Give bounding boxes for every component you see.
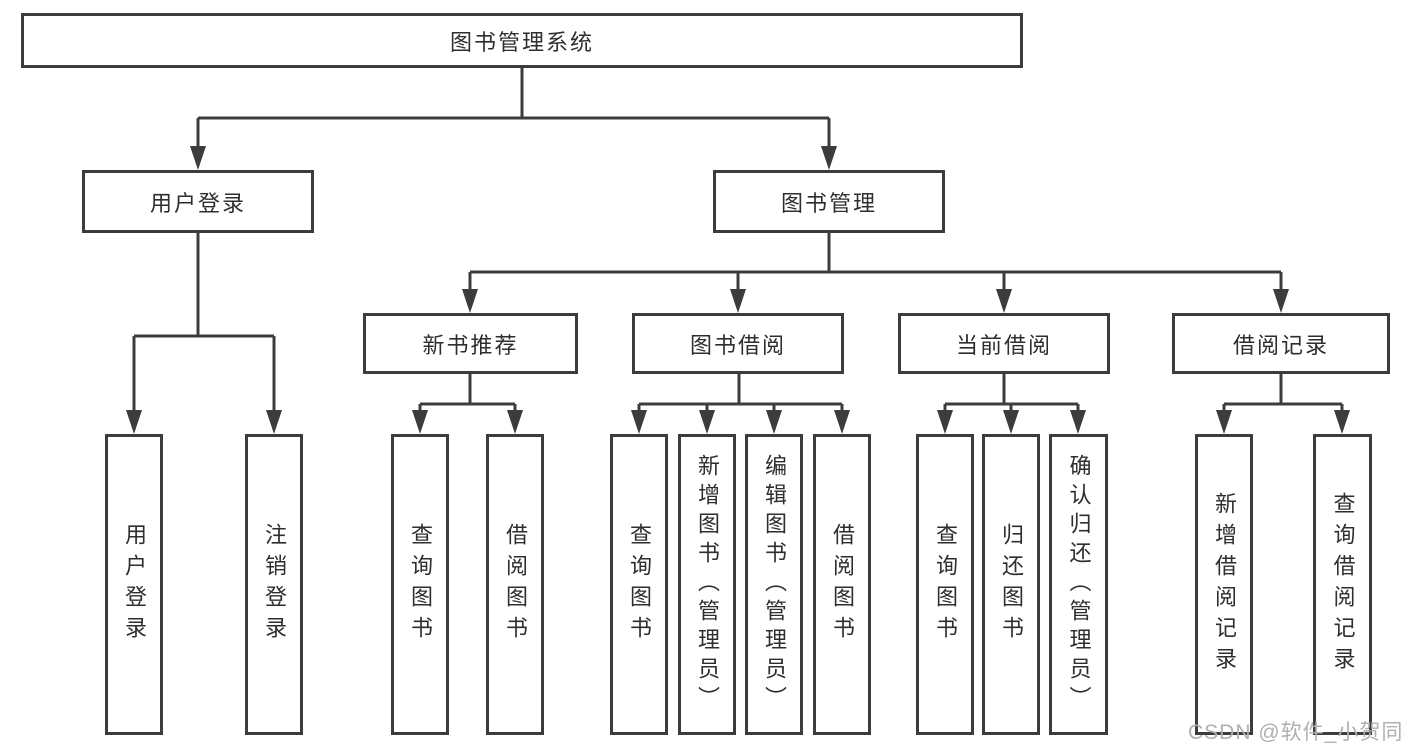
node-label: 新书推荐 xyxy=(422,332,519,358)
node-label: 用户登录 xyxy=(149,190,246,216)
node-book-management: 图书管理 xyxy=(713,170,945,233)
node-label: 查询图书 xyxy=(933,522,958,647)
node-label: 借阅图书 xyxy=(830,522,855,647)
node-label: 用户登录 xyxy=(122,522,147,647)
csdn-watermark: CSDN @软件_小贺同学 xyxy=(1188,721,1405,744)
node-label: 新增图书（管理员） xyxy=(695,454,720,715)
connector-borrow-records-children xyxy=(1216,374,1350,434)
node-label: 借阅记录 xyxy=(1232,332,1329,358)
connector-user-login-children xyxy=(126,233,282,434)
node-leaf-logout: 注销登录 xyxy=(245,434,303,735)
connector-book-mgmt-children xyxy=(462,233,1289,313)
node-leaf-borrow-books: 借阅图书 xyxy=(813,434,871,735)
node-user-login: 用户登录 xyxy=(82,170,314,233)
node-leaf-user-login: 用户登录 xyxy=(105,434,163,735)
node-leaf-query-borrow-record: 查询借阅记录 xyxy=(1313,434,1372,735)
connector-root-to-level2 xyxy=(190,68,837,170)
node-label: 图书管理系统 xyxy=(449,29,594,55)
connector-book-borrow-children xyxy=(631,374,850,434)
node-label: 图书管理 xyxy=(780,190,877,216)
node-leaf-query-books-borrowing: 查询图书 xyxy=(610,434,668,735)
node-current-borrowing: 当前借阅 xyxy=(898,313,1110,374)
connector-new-book-rec-children xyxy=(412,374,523,434)
node-leaf-edit-book-admin: 编辑图书（管理员） xyxy=(745,434,803,735)
node-label: 查询借阅记录 xyxy=(1330,491,1356,678)
node-label: 注销登录 xyxy=(262,522,287,647)
node-label: 借阅图书 xyxy=(503,522,528,647)
node-label: 归还图书 xyxy=(999,522,1024,647)
node-label: 图书借阅 xyxy=(689,332,786,358)
node-leaf-confirm-return-admin: 确认归还（管理员） xyxy=(1049,434,1108,735)
node-label: 当前借阅 xyxy=(955,332,1052,358)
node-label: 新增借阅记录 xyxy=(1212,491,1237,678)
node-label: 查询图书 xyxy=(627,522,652,647)
node-leaf-add-book-admin: 新增图书（管理员） xyxy=(678,434,736,735)
node-library-management-system: 图书管理系统 xyxy=(21,13,1023,68)
node-leaf-query-books-recommend: 查询图书 xyxy=(391,434,449,735)
connector-current-borrow-children xyxy=(937,374,1086,434)
node-new-book-recommendation: 新书推荐 xyxy=(363,313,578,374)
node-label: 查询图书 xyxy=(408,522,433,647)
node-leaf-query-books-current: 查询图书 xyxy=(916,434,974,735)
node-leaf-add-borrow-record: 新增借阅记录 xyxy=(1195,434,1253,735)
node-borrowing-records: 借阅记录 xyxy=(1172,313,1390,374)
node-book-borrowing: 图书借阅 xyxy=(632,313,844,374)
node-leaf-return-book: 归还图书 xyxy=(982,434,1040,735)
node-label: 确认归还（管理员） xyxy=(1066,454,1092,715)
node-label: 编辑图书（管理员） xyxy=(762,454,787,715)
node-leaf-borrow-books-recommend: 借阅图书 xyxy=(486,434,544,735)
